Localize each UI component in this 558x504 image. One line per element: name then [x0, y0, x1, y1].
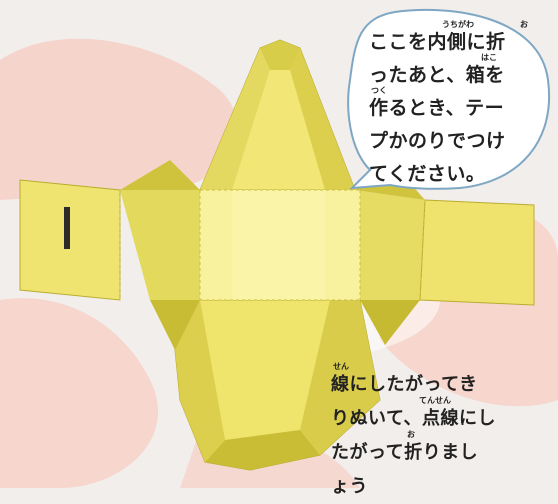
instruction-line-2: てんせん りぬいて、点線にし: [331, 396, 497, 429]
callout-line-4: プかのりでつけ: [369, 130, 506, 152]
callout-bubble: [347, 9, 551, 190]
instruction-text: せん 線にしたがってき てんせん りぬいて、点線にし お たがって折りまし ょう: [331, 362, 497, 504]
ruby-hako: はこ: [481, 53, 497, 62]
right-tab: [419, 199, 535, 306]
tab-slot: [64, 207, 70, 249]
instruction-line-3: お たがって折りまし: [331, 430, 479, 463]
callout-line-5: てください。: [369, 163, 486, 185]
ruby-tsuku: つく: [371, 86, 387, 95]
ruby-sen: せん: [333, 362, 349, 371]
callout-line-2: はこ ったあと、箱を: [369, 53, 505, 86]
instruction-line-1: せん 線にしたがってき: [331, 362, 478, 395]
ruby-ori-2: お: [407, 430, 415, 439]
callout-line-3: つく 作るとき、テー: [369, 86, 505, 119]
callout-line-1: うちがわ お ここを内側に折: [369, 20, 528, 53]
ruby-tensen: てんせん: [419, 396, 451, 405]
callout-text: うちがわ お ここを内側に折 はこ ったあと、箱を つく 作るとき、テー プかの…: [369, 20, 528, 191]
illustration: [0, 9, 558, 488]
ruby-uchigawa: うちがわ: [442, 20, 474, 29]
instruction-line-4: ょう: [331, 476, 368, 497]
box-net: [19, 39, 535, 471]
ruby-ori: お: [520, 20, 528, 29]
